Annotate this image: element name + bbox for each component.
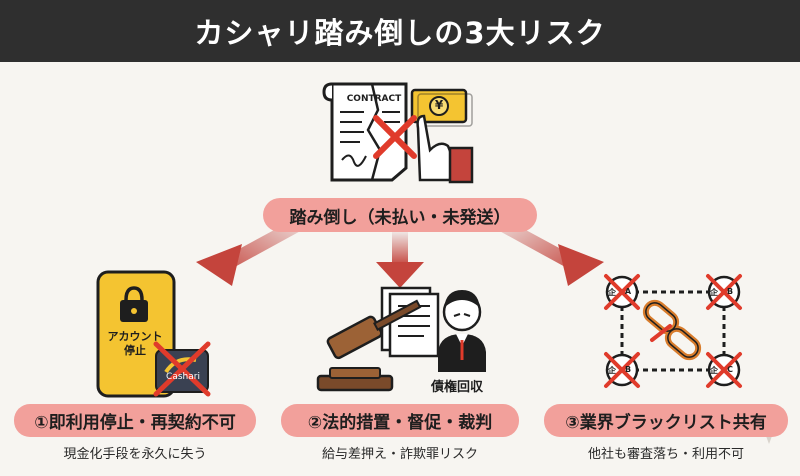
page-title: カシャリ踏み倒しの3大リスク (0, 0, 800, 62)
arrow-center (376, 232, 424, 288)
node-b-top (706, 274, 742, 310)
risk-sub-1: 現金化手段を永久に失う (63, 446, 207, 462)
hand-icon (416, 114, 474, 184)
node-b-bottom-letter: B (624, 365, 632, 374)
lawyer-icon (438, 290, 486, 372)
app-icon (153, 341, 211, 397)
phone-text-line2: 停止 (124, 344, 146, 357)
node-c (706, 352, 742, 388)
phone-text-line1: アカウント (107, 330, 163, 343)
node-a-corp: 企 (608, 288, 616, 297)
node-b-top-letter: B (726, 287, 734, 296)
risk-label-3: ③業界ブラックリスト共有 (544, 404, 788, 437)
risk-sub-3: 他社も審査落ち・利用不可 (587, 446, 744, 462)
cross-icon (373, 115, 417, 159)
node-a-letter: A (624, 287, 632, 296)
risk-label-2: ②法的措置・督促・裁判 (281, 404, 519, 437)
currency-symbol: ¥ (434, 98, 444, 112)
money-icon (410, 88, 473, 127)
node-c-letter: C (727, 365, 733, 374)
node-b-bottom-corp: 企 (608, 366, 616, 375)
debt-collection-label: 債権回収 (430, 380, 483, 395)
node-b-top-corp: 企 (710, 288, 718, 297)
network-links (620, 290, 726, 372)
node-c-corp: 企 (710, 366, 718, 375)
risk-label-1: ①即利用停止・再契約不可 (14, 404, 256, 437)
chain-icon (642, 299, 702, 361)
phone-screen-text: アカウント 停止 (103, 330, 167, 358)
center-label: 踏み倒し（未払い・未発送） (263, 198, 537, 232)
contract-label: CONTRACT (346, 94, 402, 104)
risk-sub-2: 給与差押え・詐欺罪リスク (321, 446, 478, 462)
contract-icon (322, 82, 408, 182)
app-label: Cashari (166, 372, 200, 382)
gavel-icon (316, 299, 422, 392)
node-a (604, 274, 640, 310)
node-b-bottom (604, 352, 640, 388)
